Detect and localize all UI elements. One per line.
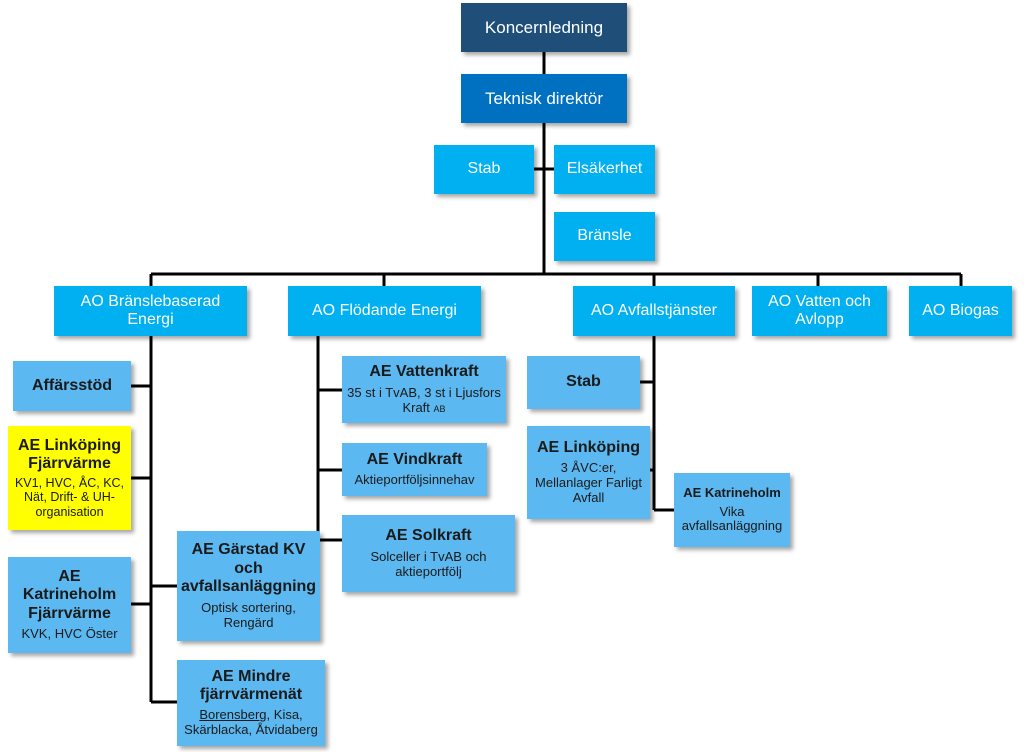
ae-garstad-desc: Optisk sortering, Rengärd bbox=[201, 599, 296, 630]
ae-linkoping-fjarrvarme-box: AE Linköping Fjärrvärme KV1, HVC, ÅC, KC… bbox=[8, 426, 131, 530]
ae-vindkraft-box: AE Vindkraft Aktieportföljsinnehav bbox=[342, 443, 487, 496]
ao-flodande-box: AO Flödande Energi bbox=[288, 286, 481, 336]
koncernledning-box: Koncernledning bbox=[461, 3, 627, 52]
ae-katrineholm-desc: Vika avfallsanläggning bbox=[681, 503, 783, 534]
ao-branslebaserad-label: AO Bränslebaserad Energi bbox=[80, 292, 221, 328]
affarsstod-label: Affärsstöd bbox=[31, 376, 112, 394]
ao-biogas-label: AO Biogas bbox=[922, 301, 999, 319]
bransle-label: Bränsle bbox=[577, 227, 632, 245]
ae-vattenkraft-title: AE Vattenkraft bbox=[369, 363, 479, 381]
ae-linkoping-fjarrvarme-desc: KV1, HVC, ÅC, KC, Nät, Drift- & UH-organ… bbox=[14, 475, 125, 519]
avfall-stab-label: Stab bbox=[566, 373, 601, 391]
ae-vindkraft-desc: Aktieportföljsinnehav bbox=[354, 472, 475, 488]
ae-katrineholm-fjarrvarme-title: AE Katrineholm Fjärrvärme bbox=[22, 567, 117, 622]
teknisk-direktor-label: Teknisk direktör bbox=[484, 88, 604, 108]
ae-mindre-fjarrvarmenat-box: AE Mindre fjärrvärmenät Borensberg, Kisa… bbox=[177, 660, 325, 746]
ae-vattenkraft-box: AE Vattenkraft 35 st i TvAB, 3 st i Ljus… bbox=[342, 356, 506, 423]
ae-katrineholm-box: AE Katrineholm Vika avfallsanläggning bbox=[674, 473, 790, 547]
elsakerhet-box: Elsäkerhet bbox=[554, 145, 655, 194]
ao-avfall-label: AO Avfallstjänster bbox=[591, 301, 717, 319]
ae-katrineholm-fjarrvarme-desc: KVK, HVC Öster bbox=[21, 626, 118, 642]
ao-avfall-box: AO Avfallstjänster bbox=[573, 286, 735, 336]
ao-biogas-box: AO Biogas bbox=[909, 286, 1012, 336]
affarsstod-box: Affärsstöd bbox=[13, 361, 131, 411]
ae-solkraft-desc: Solceller i TvAB och aktieportfölj bbox=[370, 548, 487, 579]
bransle-box: Bränsle bbox=[554, 212, 655, 261]
ae-mindre-fjarrvarmenat-title: AE Mindre fjärrvärmenät bbox=[199, 667, 303, 704]
ae-katrineholm-fjarrvarme-box: AE Katrineholm Fjärrvärme KVK, HVC Öster bbox=[8, 557, 131, 653]
ae-vattenkraft-desc: 35 st i TvAB, 3 st i Ljusfors Kraft bbox=[347, 384, 501, 415]
ae-garstad-title: AE Gärstad KV och avfallsanläggning bbox=[180, 541, 317, 596]
teknisk-direktor-box: Teknisk direktör bbox=[461, 74, 627, 123]
ae-linkoping-box: AE Linköping 3 ÅVC:er, Mellanlager Farli… bbox=[527, 426, 650, 519]
avfall-stab-box: Stab bbox=[527, 356, 640, 409]
ae-mindre-desc: , Kisa, Skärblacka, Åtvidaberg bbox=[184, 707, 318, 738]
ae-solkraft-title: AE Solkraft bbox=[385, 527, 472, 545]
ae-garstad-box: AE Gärstad KV och avfallsanläggning Opti… bbox=[177, 531, 320, 641]
ao-branslebaserad-box: AO Bränslebaserad Energi bbox=[54, 286, 247, 336]
ae-mindre-desc-underlined: Borensberg bbox=[199, 707, 267, 723]
ae-solkraft-box: AE Solkraft Solceller i TvAB och aktiepo… bbox=[342, 515, 515, 592]
stab-label: Stab bbox=[467, 160, 501, 178]
ae-linkoping-title: AE Linköping bbox=[536, 438, 641, 456]
ae-vattenkraft-desc-small: AB bbox=[433, 403, 446, 414]
ao-flodande-label: AO Flödande Energi bbox=[312, 301, 457, 319]
ae-linkoping-fjarrvarme-title: AE Linköping Fjärrvärme bbox=[17, 437, 122, 473]
koncernledning-label: Koncernledning bbox=[484, 17, 604, 37]
ao-vatten-label: AO Vatten och Avlopp bbox=[768, 292, 871, 328]
ae-linkoping-desc: 3 ÅVC:er, Mellanlager Farligt Avfall bbox=[535, 460, 642, 506]
stab-box: Stab bbox=[434, 145, 534, 194]
ae-katrineholm-title: AE Katrineholm bbox=[683, 484, 781, 500]
ae-vindkraft-title: AE Vindkraft bbox=[366, 450, 463, 468]
ao-vatten-box: AO Vatten och Avlopp bbox=[752, 286, 887, 336]
elsakerhet-label: Elsäkerhet bbox=[566, 160, 643, 178]
